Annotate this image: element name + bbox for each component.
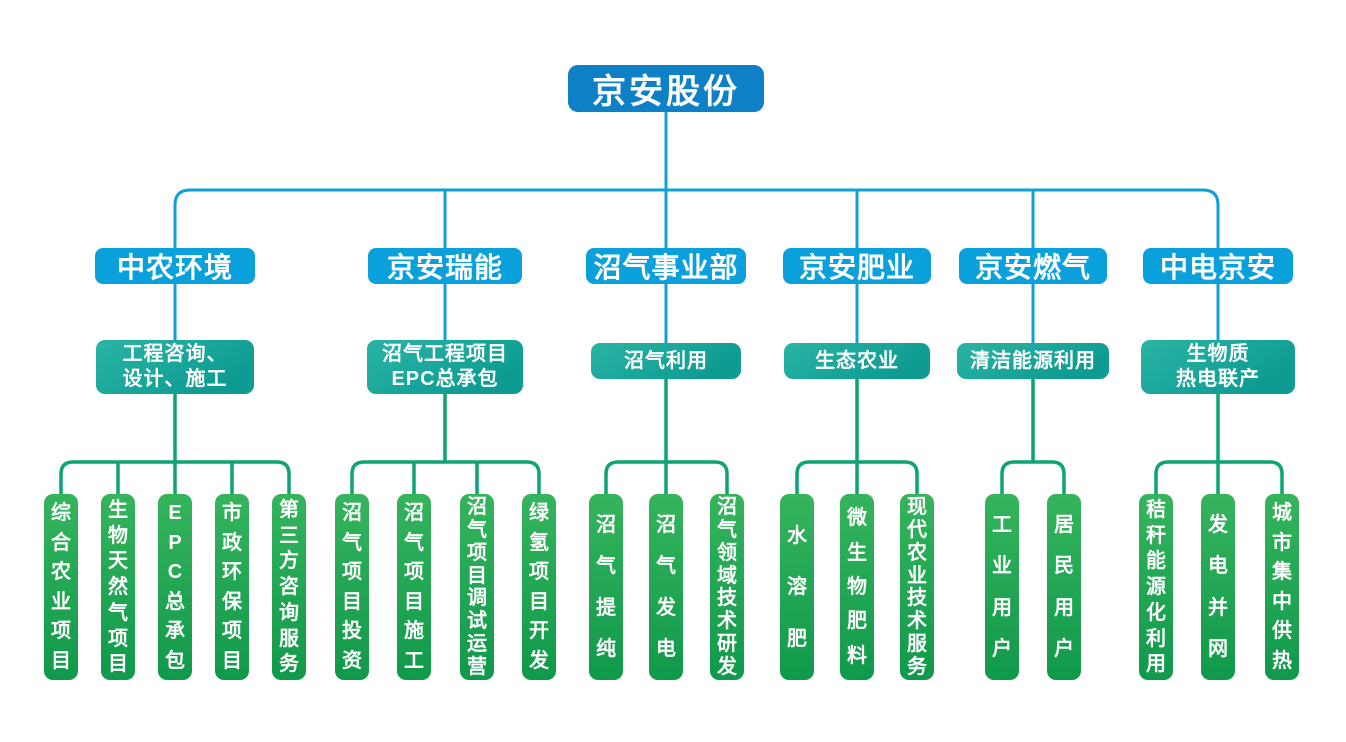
leaf-node: 综合农业项目 bbox=[44, 494, 78, 680]
leaf-node: 工业用户 bbox=[985, 494, 1019, 680]
branch-label: 中电京安 bbox=[1159, 252, 1276, 283]
branch-node-3: 京安肥业 bbox=[783, 248, 931, 284]
descriptor-node-3: 生态农业 bbox=[784, 343, 930, 379]
branch-node-0: 中农环境 bbox=[95, 248, 255, 284]
leaf-node: 沼气项目调试运营 bbox=[460, 494, 494, 680]
leaf-node: 发电并网 bbox=[1201, 494, 1235, 680]
branch-label: 京安瑞能 bbox=[386, 252, 503, 283]
descriptor-node-4: 清洁能源利用 bbox=[957, 343, 1109, 379]
leaf-node: 微生物肥料 bbox=[840, 494, 874, 680]
root-label: 京安股份 bbox=[592, 73, 740, 111]
branch-node-1: 京安瑞能 bbox=[368, 248, 522, 284]
blue-connector-path bbox=[173, 112, 1220, 347]
leaf-node: 现代农业技术服务 bbox=[900, 494, 934, 680]
descriptor-node-1: 沼气工程项目 EPC总承包 bbox=[367, 340, 523, 394]
leaf-node: 水溶肥 bbox=[780, 494, 814, 680]
leaf-node: 秸秆能源化利用 bbox=[1139, 494, 1173, 680]
descriptor-label: 生态农业 bbox=[815, 349, 899, 372]
leaf-node: 居民用户 bbox=[1047, 494, 1081, 680]
branch-node-5: 中电京安 bbox=[1143, 248, 1293, 284]
branch-label: 沼气事业部 bbox=[593, 252, 739, 283]
leaf-node: 市政环保项目 bbox=[215, 494, 249, 680]
branch-label: 京安肥业 bbox=[798, 252, 915, 283]
root-node: 京安股份 bbox=[568, 65, 764, 112]
descriptor-label: 生物质 热电联产 bbox=[1176, 343, 1260, 390]
leaf-node: 城市集中供热 bbox=[1265, 494, 1299, 680]
descriptor-label: 清洁能源利用 bbox=[970, 349, 1096, 372]
branch-node-4: 京安燃气 bbox=[959, 248, 1107, 284]
leaf-node: 沼气领域技术研发 bbox=[710, 494, 744, 680]
leaf-node: 生物天然气项目 bbox=[101, 494, 135, 680]
leaf-node: 沼气项目投资 bbox=[335, 494, 369, 680]
descriptor-node-0: 工程咨询、 设计、施工 bbox=[96, 340, 254, 394]
descriptor-node-5: 生物质 热电联产 bbox=[1141, 340, 1295, 394]
leaf-node: 沼气发电 bbox=[649, 494, 683, 680]
leaf-node: 第三方咨询服务 bbox=[272, 494, 306, 680]
branch-node-2: 沼气事业部 bbox=[586, 248, 746, 284]
branch-label: 京安燃气 bbox=[974, 252, 1091, 283]
leaf-node: 沼气项目施工 bbox=[397, 494, 431, 680]
branch-label: 中农环境 bbox=[116, 252, 233, 283]
descriptor-label: 工程咨询、 设计、施工 bbox=[122, 343, 228, 390]
descriptor-node-2: 沼气利用 bbox=[591, 343, 741, 379]
descriptor-label: 沼气利用 bbox=[624, 349, 708, 372]
leaf-node: 沼气提纯 bbox=[589, 494, 623, 680]
green-connector-path bbox=[59, 376, 1284, 494]
leaf-node: 绿氢项目开发 bbox=[522, 494, 556, 680]
descriptor-label: 沼气工程项目 EPC总承包 bbox=[382, 343, 508, 390]
